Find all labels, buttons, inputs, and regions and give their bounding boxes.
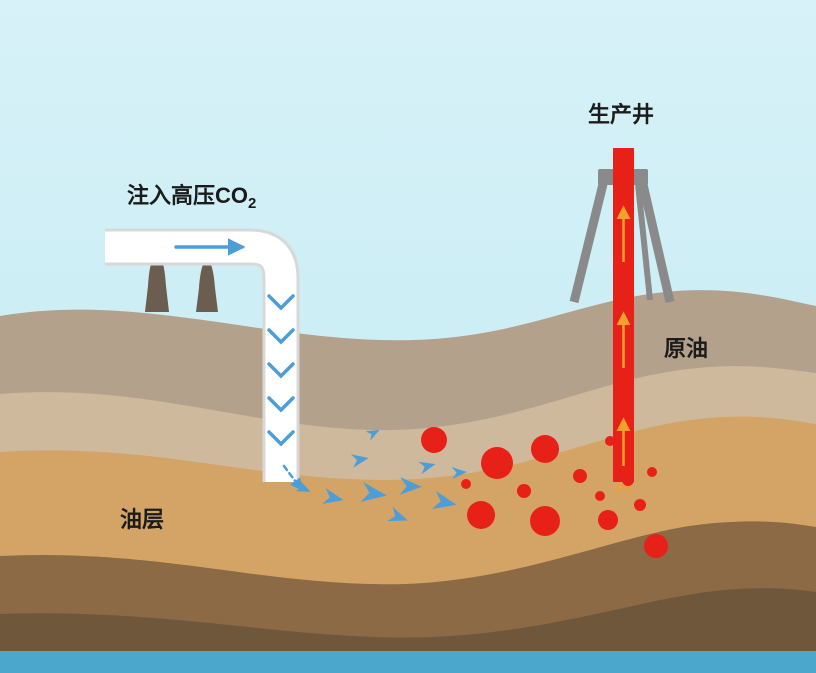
oil-droplet — [461, 479, 471, 489]
injection-pipe — [105, 228, 300, 482]
oil-droplet — [605, 436, 615, 446]
oil-droplet — [595, 491, 605, 501]
oil-layer-label: 油层 — [120, 507, 164, 532]
oil-droplets — [421, 427, 668, 558]
oil-droplet — [517, 484, 531, 498]
oil-droplet — [531, 435, 559, 463]
derrick-leg-left — [569, 178, 609, 304]
injection-label: 注入高压CO2 — [127, 183, 256, 212]
pipe-flow-chevron — [267, 294, 295, 311]
distant-tower-icon — [145, 252, 169, 312]
pipe-flow-chevron — [267, 328, 295, 345]
oil-droplet — [530, 506, 560, 536]
oil-droplet — [622, 474, 634, 486]
injection-label-subscript: 2 — [248, 195, 256, 212]
derrick-legs — [569, 178, 675, 304]
ground-water-band — [0, 651, 816, 673]
distant-tower-icon — [196, 258, 218, 312]
injection-pipe-body — [105, 231, 297, 482]
pipe-flow-chevron — [267, 396, 295, 413]
oil-intake-chevron — [615, 482, 632, 494]
derrick-leg-right — [637, 178, 675, 304]
oil-droplet — [421, 427, 447, 453]
oil-droplet — [467, 501, 495, 529]
oil-droplet — [647, 467, 657, 477]
derrick-leg-rear — [635, 183, 653, 301]
production-well-label: 生产井 — [588, 102, 654, 127]
co2-flow-indicators — [174, 238, 303, 492]
oil-droplet — [634, 499, 646, 511]
crude-oil-label: 原油 — [664, 336, 708, 361]
oil-droplet — [644, 534, 668, 558]
pipe-flow-chevron — [267, 362, 295, 379]
oil-droplet — [573, 469, 587, 483]
oil-droplet — [481, 447, 513, 479]
injection-label-main: 注入高压CO — [127, 183, 248, 208]
pipe-flow-chevron — [267, 430, 295, 447]
oil-droplet — [598, 510, 618, 530]
oil-flow-arrows — [615, 205, 632, 494]
surface-towers — [145, 252, 218, 312]
co2-exit-arrow — [282, 464, 303, 492]
